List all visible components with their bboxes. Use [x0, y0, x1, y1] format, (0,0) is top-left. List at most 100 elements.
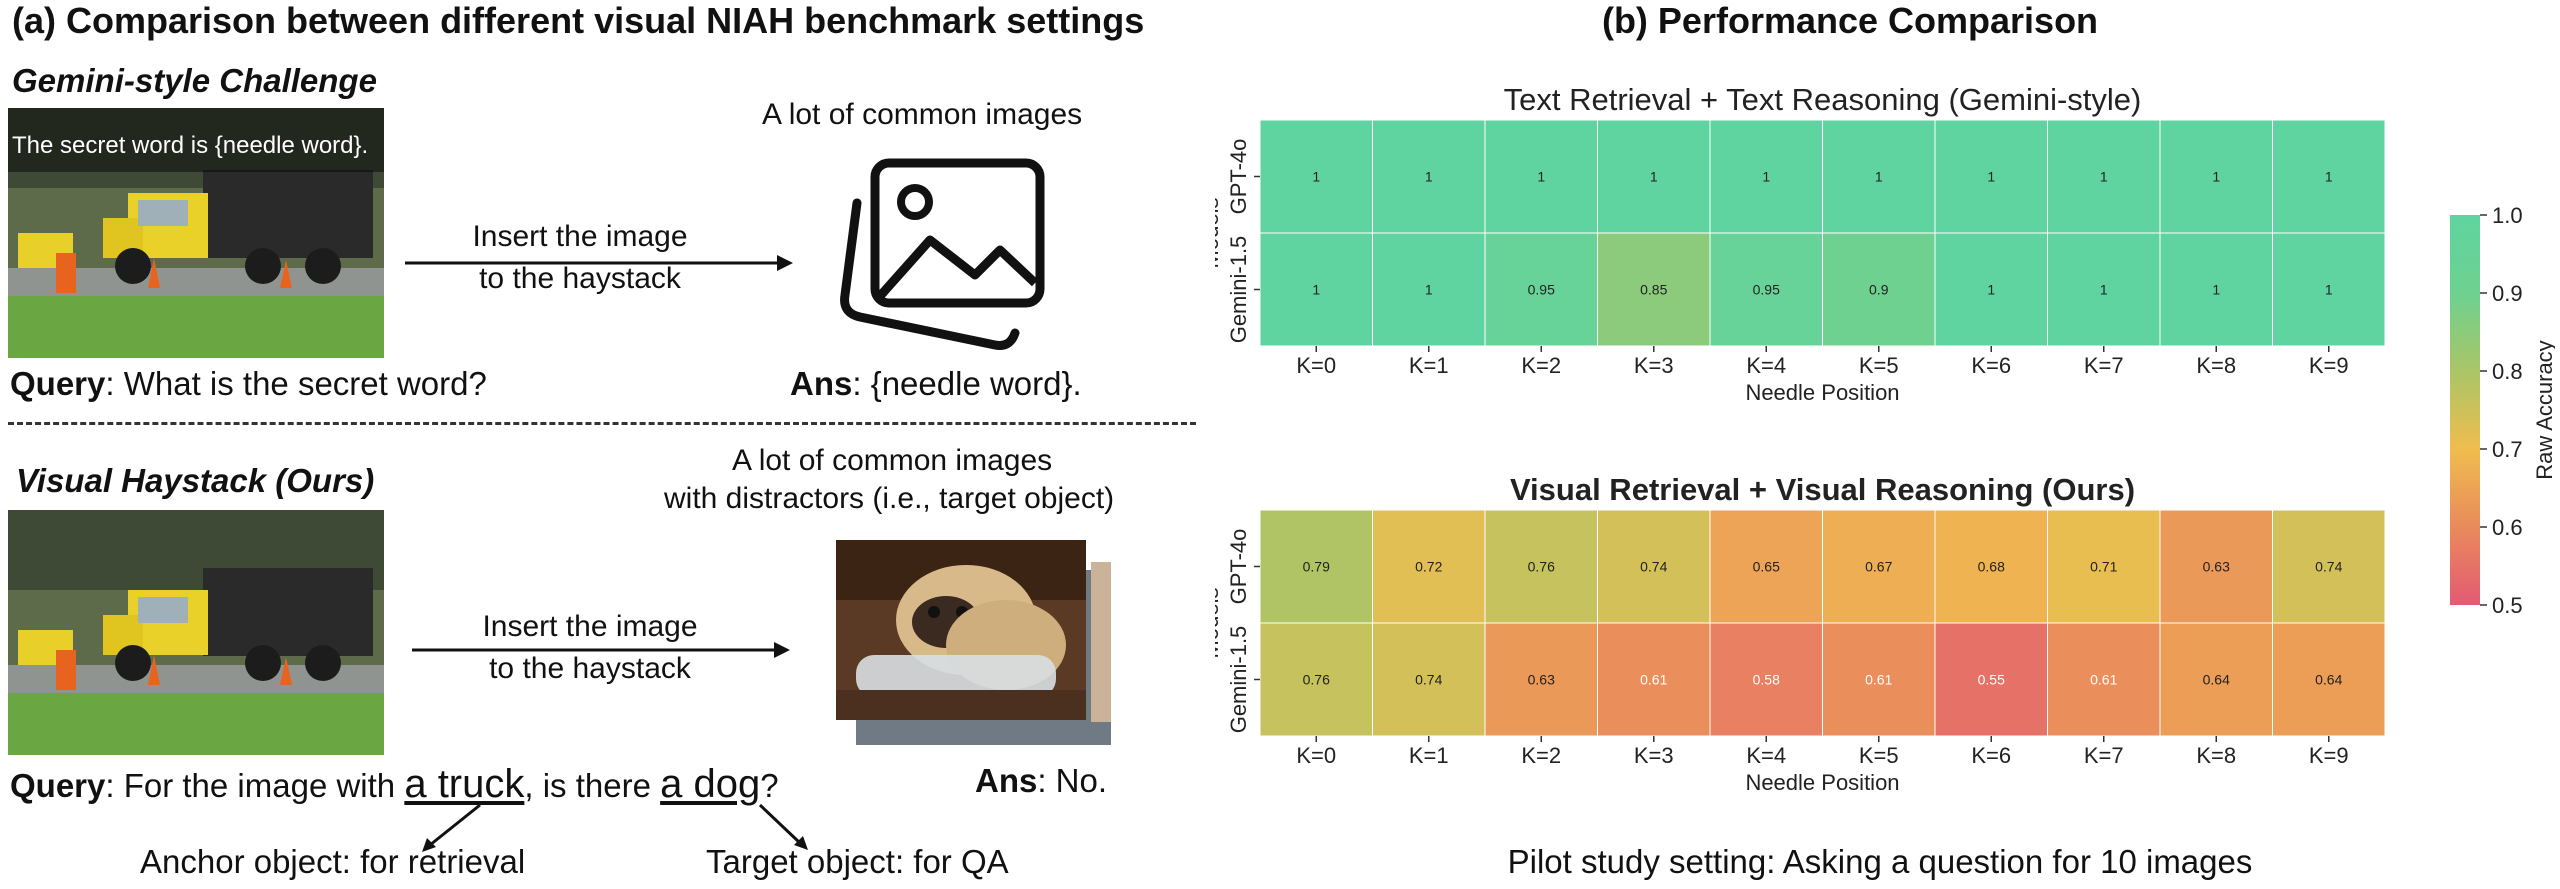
y-tick-label: Gemini-1.5 — [1226, 236, 1251, 344]
colorbar-tick-label: 0.9 — [2492, 281, 2523, 306]
heatmap-cell — [1372, 232, 1486, 347]
heatmap-cell — [1822, 622, 1936, 737]
cell-value-label: 0.64 — [2315, 672, 2342, 688]
ours-arrow-label-2: to the haystack — [489, 652, 691, 685]
cell-value-label: 0.76 — [1528, 559, 1555, 575]
secret-word-overlay: The secret word is {needle word}. — [12, 132, 369, 159]
heatmap-cell — [2272, 622, 2386, 737]
cell-value-label: 0.61 — [1865, 672, 1892, 688]
heatmap-cell — [1484, 622, 1598, 737]
heatmap-cell — [1484, 232, 1598, 347]
colorbar-tick-label: 0.8 — [2492, 359, 2523, 384]
heatmap-cell — [2047, 509, 2161, 624]
gemini-answer-bold: Ans — [790, 365, 853, 402]
cell-value-label: 0.71 — [2090, 559, 2117, 575]
x-tick-label: K=9 — [2309, 353, 2349, 378]
cell-value-label: 1 — [2212, 169, 2220, 185]
cell-value-label: 0.9 — [1869, 282, 1889, 298]
anchor-phrase: a truck — [404, 762, 525, 806]
cell-value-label: 0.58 — [1753, 672, 1780, 688]
cell-value-label: 0.68 — [1978, 559, 2005, 575]
gemini-arrow-label-1: Insert the image — [472, 220, 688, 253]
x-tick-label: K=9 — [2309, 743, 2349, 768]
colorbar — [2450, 215, 2480, 605]
images-stack-icon — [840, 158, 1045, 350]
heatmap-cell — [2272, 232, 2386, 347]
ours-query-mid: , is there — [524, 767, 661, 804]
colorbar-tick-label: 0.6 — [2492, 515, 2523, 540]
heatmap-cell — [1259, 232, 1373, 347]
cell-value-label: 0.61 — [1640, 672, 1667, 688]
heatmap-cell — [2272, 119, 2386, 234]
colorbar-tick-label: 1.0 — [2492, 203, 2523, 228]
heatmap-cell — [1934, 509, 2048, 624]
cell-value-label: 1 — [1875, 169, 1883, 185]
cell-value-label: 0.55 — [1978, 672, 2005, 688]
y-tick-label: GPT-4o — [1226, 529, 1251, 605]
x-tick-label: K=2 — [1521, 353, 1561, 378]
heatmap-cell — [2159, 119, 2273, 234]
gemini-query-bold: Query — [10, 365, 106, 402]
cell-value-label: 0.72 — [1415, 559, 1442, 575]
heatmap-cell — [1259, 119, 1373, 234]
heatmap-title: Text Retrieval + Text Reasoning (Gemini-… — [1504, 82, 2142, 117]
heatmap-cell — [2159, 622, 2273, 737]
x-tick-label: K=4 — [1746, 353, 1786, 378]
ours-query-post: ? — [760, 767, 779, 804]
cell-value-label: 1 — [2212, 282, 2220, 298]
cell-value-label: 1 — [2100, 282, 2108, 298]
gemini-arrow-label-2: to the haystack — [479, 262, 681, 295]
ours-query-pre: : For the image with — [105, 767, 405, 804]
gemini-query-text: : What is the secret word? — [105, 365, 487, 402]
cell-value-label: 0.85 — [1640, 282, 1667, 298]
cell-value-label: 0.74 — [1415, 672, 1442, 688]
cell-value-label: 0.79 — [1303, 559, 1330, 575]
target-phrase: a dog — [660, 762, 761, 806]
cell-value-label: 1 — [2325, 169, 2333, 185]
common-images-label: A lot of common images — [762, 98, 1083, 131]
cell-value-label: 1 — [1425, 169, 1433, 185]
cell-value-label: 1 — [1312, 169, 1320, 185]
dog-photo-stack — [836, 540, 1111, 745]
cell-value-label: 0.74 — [2315, 559, 2342, 575]
x-tick-label: K=7 — [2084, 743, 2124, 768]
truck-photo-ours — [8, 510, 384, 755]
x-tick-label: K=8 — [2196, 353, 2236, 378]
cell-value-label: 1 — [2100, 169, 2108, 185]
x-tick-label: K=3 — [1634, 353, 1674, 378]
ours-answer: Ans: No. — [975, 762, 1107, 800]
performance-heatmaps: Text Retrieval + Text Reasoning (Gemini-… — [1215, 82, 2555, 795]
gemini-heading: Gemini-style Challenge — [12, 62, 377, 99]
right-panel-title: (b) Performance Comparison — [1601, 0, 2099, 41]
target-object-note: Target object: for QA — [706, 843, 1009, 880]
y-axis-label: Models — [1215, 588, 1223, 659]
x-tick-label: K=5 — [1859, 743, 1899, 768]
heatmap-cell — [2047, 232, 2161, 347]
heatmap-cell — [1822, 509, 1936, 624]
cell-value-label: 1 — [1537, 169, 1545, 185]
cell-value-label: 1 — [2325, 282, 2333, 298]
heatmap-cell — [1597, 119, 1711, 234]
distractor-images-label-2: with distractors (i.e., target object) — [664, 482, 1115, 515]
heatmap-cell — [1822, 232, 1936, 347]
x-tick-label: K=1 — [1409, 353, 1449, 378]
heatmap-cell — [1709, 509, 1823, 624]
heatmap-cell — [1372, 119, 1486, 234]
gemini-query: Query: What is the secret word? — [10, 365, 487, 403]
cell-value-label: 0.61 — [2090, 672, 2117, 688]
heatmap-cell — [2272, 509, 2386, 624]
x-tick-label: K=2 — [1521, 743, 1561, 768]
heatmap-cell — [1822, 119, 1936, 234]
x-tick-label: K=0 — [1296, 353, 1336, 378]
cell-value-label: 0.76 — [1303, 672, 1330, 688]
heatmap-cell — [1597, 232, 1711, 347]
heatmap-cell — [1484, 509, 1598, 624]
ours-insert-arrow — [412, 642, 790, 658]
cell-value-label: 1 — [1762, 169, 1770, 185]
ours-answer-bold: Ans — [975, 762, 1038, 799]
gemini-answer: Ans: {needle word}. — [790, 365, 1082, 403]
ours-heading: Visual Haystack (Ours) — [16, 462, 375, 499]
x-tick-label: K=4 — [1746, 743, 1786, 768]
x-tick-label: K=3 — [1634, 743, 1674, 768]
y-tick-label: Gemini-1.5 — [1226, 626, 1251, 734]
